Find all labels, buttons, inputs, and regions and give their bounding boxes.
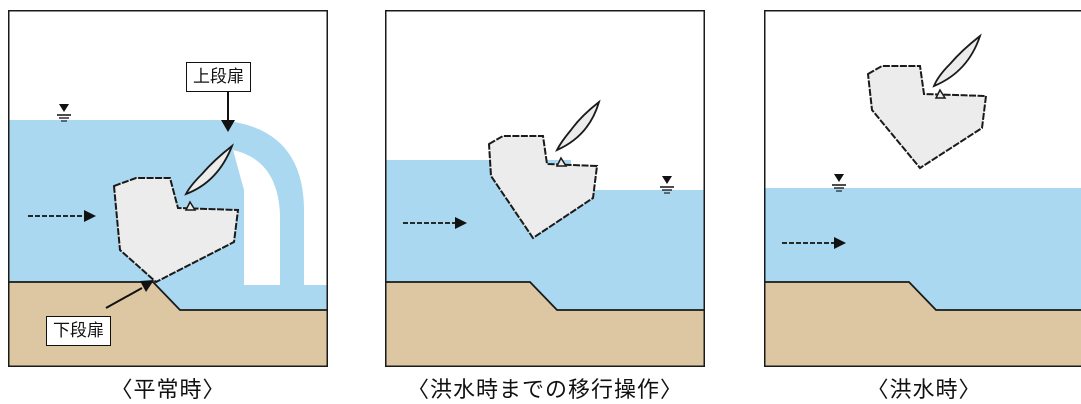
upper-gate-label: 上段扉 (186, 62, 251, 92)
callout-arrow-lower (105, 280, 154, 309)
lower-gate-label: 下段扉 (46, 316, 111, 346)
water-level-icon (660, 176, 674, 194)
gate-hinge (184, 200, 197, 211)
water-body (764, 188, 1081, 310)
caption-normal: 〈平常時〉 (110, 378, 226, 403)
riverbed-ground (764, 282, 1081, 367)
riverbed-ground (385, 282, 705, 367)
gate-hinge (555, 156, 568, 167)
panel-transition (385, 10, 705, 367)
lower-gate (112, 177, 240, 284)
panel-transition-drawing (385, 10, 705, 367)
panel-flood-drawing (764, 10, 1081, 367)
upper-gate (184, 143, 235, 196)
lower-gate (487, 135, 599, 240)
gate-hinge (934, 88, 947, 99)
panel-normal: 上段扉 下段扉 (8, 10, 328, 367)
flow-arrow-icon (782, 237, 846, 249)
callout-arrow-upper (221, 92, 235, 132)
spillway-gap (233, 150, 280, 285)
panel-normal-drawing (8, 10, 328, 367)
caption-flood: 〈洪水時〉 (866, 378, 982, 403)
water-body (385, 160, 705, 310)
upper-gate (555, 99, 601, 152)
flow-arrow-icon (403, 217, 467, 229)
upper-gate (932, 33, 982, 88)
caption-transition: 〈洪水時までの移行操作〉 (406, 378, 683, 403)
water-level-icon (832, 174, 846, 192)
water-level-icon (57, 104, 71, 122)
flow-arrow-icon (28, 210, 96, 222)
panel-flood (764, 10, 1081, 367)
lower-gate (866, 65, 988, 170)
